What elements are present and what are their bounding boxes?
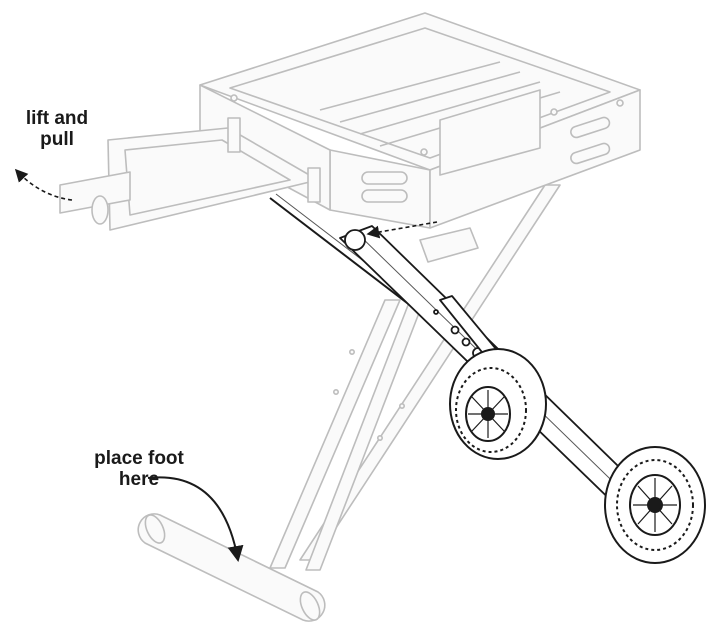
foot-tube-cap bbox=[299, 591, 321, 621]
handle-grip-end bbox=[91, 195, 109, 225]
callout-foot-line1: place foot bbox=[94, 448, 184, 469]
dashed-arrow-icon bbox=[366, 221, 438, 239]
handle-grip bbox=[59, 171, 131, 214]
wheel-rear bbox=[449, 348, 547, 460]
burner-tube bbox=[359, 81, 541, 135]
screw bbox=[550, 108, 558, 116]
rear-leg-left bbox=[269, 299, 401, 569]
bolt bbox=[461, 337, 471, 347]
control-panel bbox=[439, 89, 541, 176]
foot-tube-highlight bbox=[169, 519, 319, 593]
foot-tube-cap bbox=[144, 514, 166, 544]
bolt bbox=[450, 325, 460, 335]
burner-tube bbox=[319, 61, 501, 111]
callout-place-foot-here: place foot here bbox=[84, 448, 194, 490]
callout-foot-line2: here bbox=[118, 469, 160, 490]
screw bbox=[420, 148, 428, 156]
bolt bbox=[433, 309, 439, 315]
callout-lift-line2: pull bbox=[40, 129, 74, 150]
side-slot bbox=[570, 142, 611, 165]
hinge-dot bbox=[348, 348, 355, 355]
hinge-dot bbox=[398, 402, 405, 409]
pull-handle bbox=[59, 117, 321, 231]
rear-leg-back bbox=[305, 299, 425, 571]
grill-inner-frame bbox=[229, 27, 611, 159]
side-slot bbox=[361, 189, 408, 203]
burner-tube bbox=[339, 71, 521, 123]
side-slot bbox=[361, 171, 408, 185]
wheel-spoke bbox=[471, 396, 505, 432]
hinge-dot bbox=[376, 434, 383, 441]
handle-bracket bbox=[227, 117, 241, 153]
grill-body bbox=[199, 12, 641, 229]
screw bbox=[616, 99, 624, 107]
leg-top-cap bbox=[344, 229, 366, 251]
curved-arrow-icon bbox=[147, 476, 244, 562]
wheel-spoke bbox=[637, 485, 673, 525]
hinge-dot bbox=[332, 388, 339, 395]
cross-brace bbox=[419, 227, 479, 263]
callout-lift-line1: lift and bbox=[25, 108, 89, 129]
dashed-arrow-icon bbox=[14, 168, 73, 201]
foot-bar bbox=[137, 513, 326, 622]
callout-lift-and-pull: lift and pull bbox=[10, 108, 104, 150]
foot-tube bbox=[137, 513, 326, 622]
handle-bracket bbox=[307, 167, 321, 203]
side-slot bbox=[570, 116, 611, 139]
wheel-front bbox=[604, 446, 706, 564]
screw bbox=[230, 94, 238, 102]
